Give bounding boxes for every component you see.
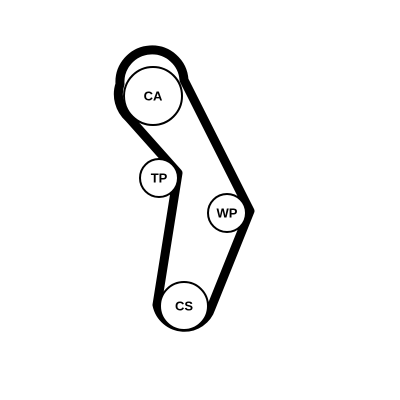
- pulley-crankshaft-circle: [159, 281, 209, 331]
- pulley-tensioner-label: TP: [151, 171, 168, 186]
- pulley-crankshaft-label: CS: [175, 299, 193, 314]
- pulley-crankshaft: CS: [159, 281, 209, 331]
- pulley-water-pump-circle: [207, 193, 247, 233]
- pulley-camshaft-circle: [123, 66, 183, 126]
- pulley-tensioner-circle: [139, 158, 179, 198]
- pulley-camshaft: CA: [123, 66, 183, 126]
- pulley-tensioner: TP: [139, 158, 179, 198]
- timing-belt: [113, 45, 255, 332]
- pulley-water-pump-label: WP: [217, 206, 238, 221]
- pulley-water-pump: WP: [207, 193, 247, 233]
- pulley-camshaft-label: CA: [144, 89, 163, 104]
